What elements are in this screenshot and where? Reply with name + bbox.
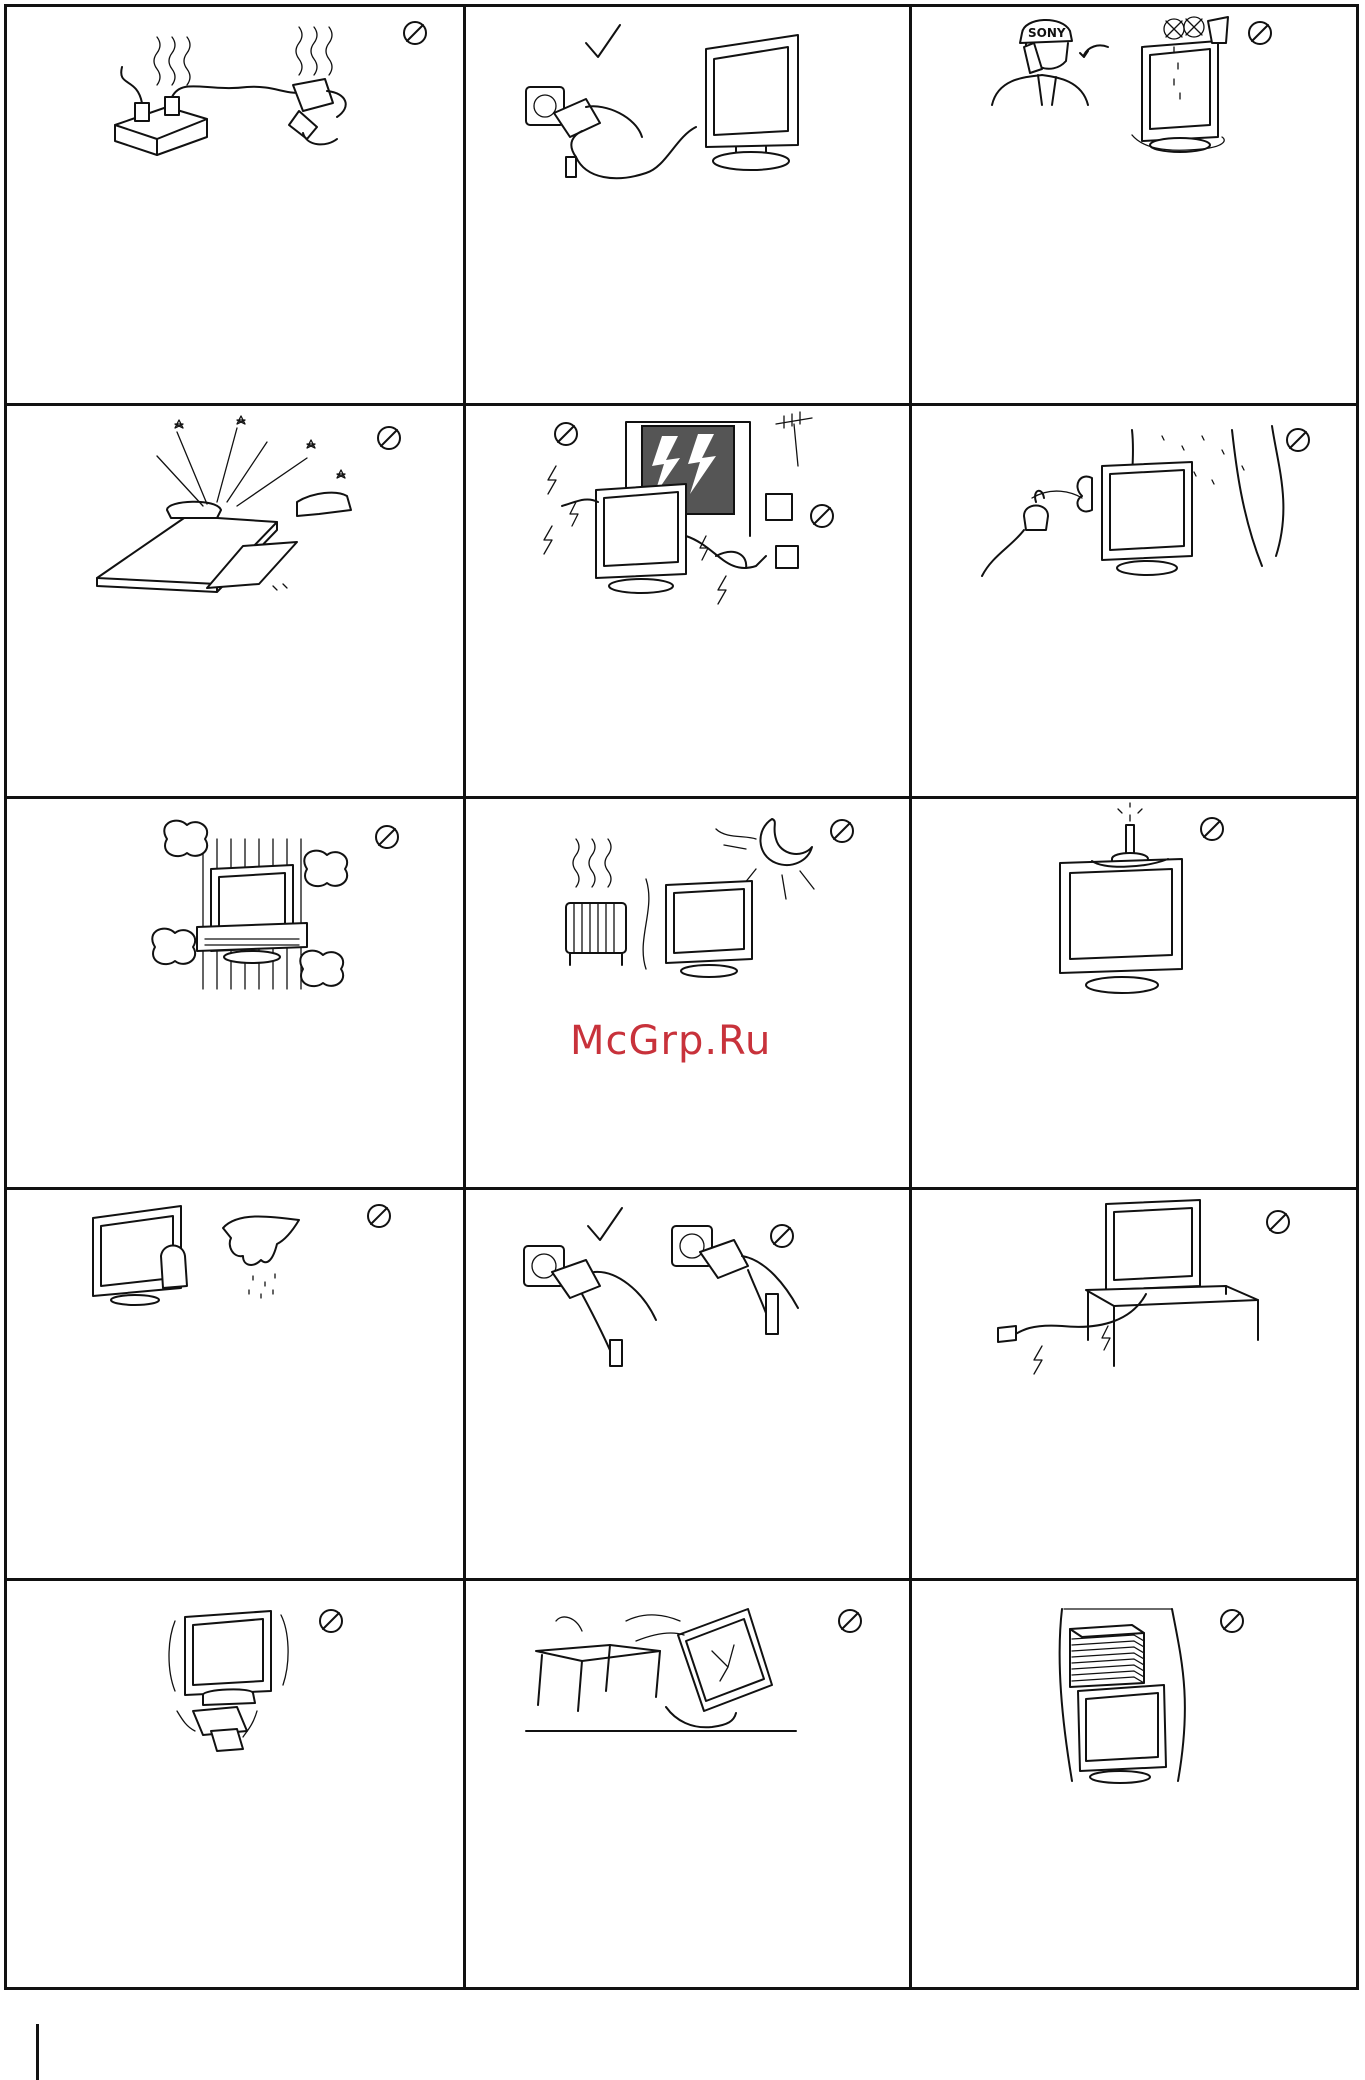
prohibited-icon — [831, 820, 853, 842]
prohibited-icon — [378, 427, 400, 449]
prohibited-icon — [1267, 1211, 1289, 1233]
unstable-stand-illustration — [7, 1581, 463, 1987]
prohibited-icon — [811, 505, 833, 527]
blocked-ventilation-illustration — [7, 799, 463, 1187]
watermark-text: McGrp.Ru — [570, 1018, 771, 1064]
radiator-icon — [566, 903, 626, 965]
prohibited-icon — [1221, 1610, 1243, 1632]
prohibited-icon — [1287, 429, 1309, 451]
flowers-icon — [1164, 17, 1228, 43]
safety-illustration-grid: SONY — [4, 4, 1359, 1990]
prohibited-icon — [1201, 818, 1223, 840]
candle-on-tv-illustration — [912, 799, 1362, 1187]
spark-burst-icon — [157, 416, 345, 506]
heat-waves-icon — [154, 27, 332, 85]
spark-icon — [1034, 1326, 1110, 1374]
service-call-spill-illustration: SONY — [912, 7, 1362, 403]
overheated-power-strip-illustration — [7, 7, 463, 403]
prohibited-icon — [376, 826, 398, 848]
stacked-objects-illustration — [912, 1581, 1362, 1987]
checkmark-icon — [588, 1208, 622, 1240]
prohibited-icon — [404, 22, 426, 44]
heat-sunlight-illustration — [466, 799, 909, 1187]
cap-label: SONY — [1028, 26, 1066, 40]
prohibited-icon — [368, 1205, 390, 1227]
wet-cloth-illustration — [7, 1190, 463, 1578]
falling-tv-illustration — [466, 1581, 909, 1987]
checkmark-icon — [586, 25, 620, 57]
prohibited-icon — [839, 1610, 861, 1632]
plug-in-tv-illustration — [466, 7, 909, 403]
candle-icon — [1112, 803, 1148, 863]
book-stack-icon — [1070, 1625, 1144, 1687]
cord-under-stand-illustration — [912, 1190, 1362, 1578]
prohibited-icon — [771, 1225, 793, 1247]
prohibited-icon — [555, 423, 577, 445]
steam-humidity-illustration — [912, 406, 1362, 796]
lightning-storm-illustration — [466, 406, 909, 796]
prohibited-icon — [320, 1610, 342, 1632]
prohibited-icon — [1249, 22, 1271, 44]
plug-handling-illustration — [466, 1190, 909, 1578]
page-margin-rule — [36, 2024, 39, 2080]
open-cabinet-spark-illustration — [7, 406, 463, 796]
